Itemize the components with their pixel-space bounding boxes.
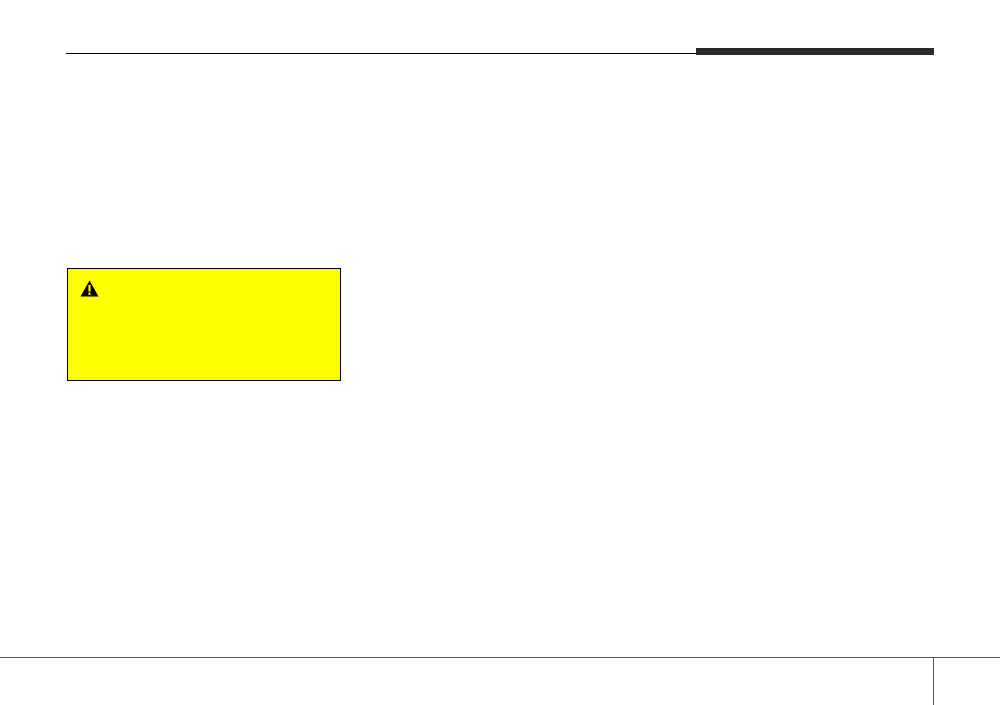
warning-box (67, 268, 341, 381)
header-section-tab (696, 48, 934, 55)
footer-rule (0, 657, 1000, 658)
footer-divider (933, 657, 934, 705)
header-rule (66, 53, 934, 54)
warning-triangle-icon (80, 280, 99, 297)
